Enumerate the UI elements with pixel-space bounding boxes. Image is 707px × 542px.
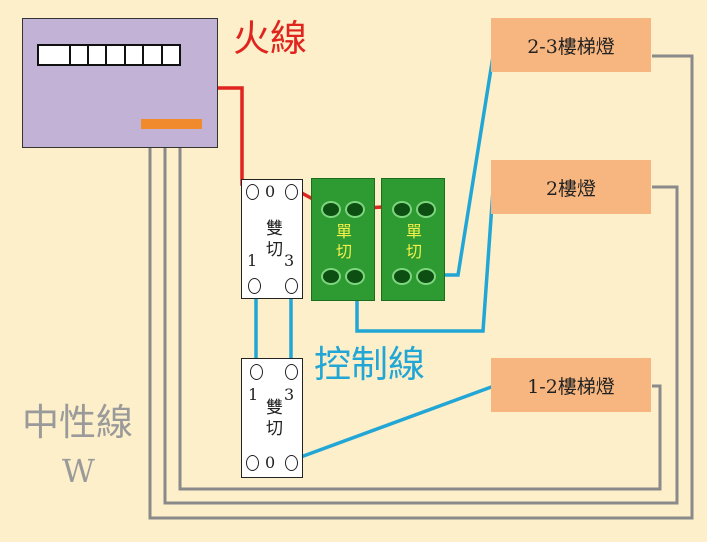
upper-terminal-c: [248, 278, 261, 294]
lower-terminal-d: [285, 455, 298, 471]
single-b-terminal-bot-2: [416, 268, 436, 285]
neutral-wire-2: [163, 128, 679, 505]
lower-terminal-3: 3: [284, 385, 295, 404]
single-b-terminal-top-1: [392, 201, 412, 218]
neutral-w-label: W: [62, 452, 95, 490]
upper-terminal-3: 3: [284, 251, 295, 270]
lower-terminal-0: 0: [265, 453, 276, 472]
single-a-terminal-bot-1: [321, 268, 341, 285]
single-a-terminal-bot-2: [345, 268, 365, 285]
single-a-terminal-top-2: [345, 201, 365, 218]
single-b-terminal-bot-1: [392, 268, 412, 285]
neutral-bus-bar: [141, 119, 202, 129]
single-a-terminal-top-1: [321, 201, 341, 218]
upper-switch-name: 雙切: [266, 219, 283, 260]
lower-terminal-b: [285, 364, 298, 380]
lower-switch-name: 雙切: [266, 398, 283, 439]
lower-terminal-1: 1: [248, 385, 259, 404]
neutral-wire-3: [178, 128, 662, 491]
lamp-1-2-stair: 1-2樓梯燈: [491, 358, 651, 412]
upper-terminal-a: [246, 184, 259, 200]
single-b-terminal-top-2: [416, 201, 436, 218]
lower-terminal-c: [246, 455, 259, 471]
upper-terminal-d: [285, 278, 298, 294]
upper-terminal-1: 1: [247, 251, 258, 270]
neutral-wire-label: 中性線: [22, 401, 133, 444]
lamp-2-3-stair: 2-3樓梯燈: [491, 18, 651, 72]
lamp-2-floor: 2樓燈: [491, 160, 651, 214]
breaker-strip: [37, 44, 181, 66]
control-wire-lamp-2: [355, 189, 495, 333]
upper-terminal-0: 0: [265, 182, 276, 201]
control-wire-label: 控制線: [314, 343, 425, 386]
upper-terminal-b: [285, 184, 298, 200]
single-a-name: 單切: [336, 222, 353, 261]
lower-terminal-a: [250, 364, 263, 380]
control-wire-lamp-1-2: [297, 384, 495, 460]
single-b-name: 單切: [406, 222, 423, 261]
neutral-wire-1: [148, 54, 694, 520]
live-wire-label: 火線: [233, 17, 307, 60]
